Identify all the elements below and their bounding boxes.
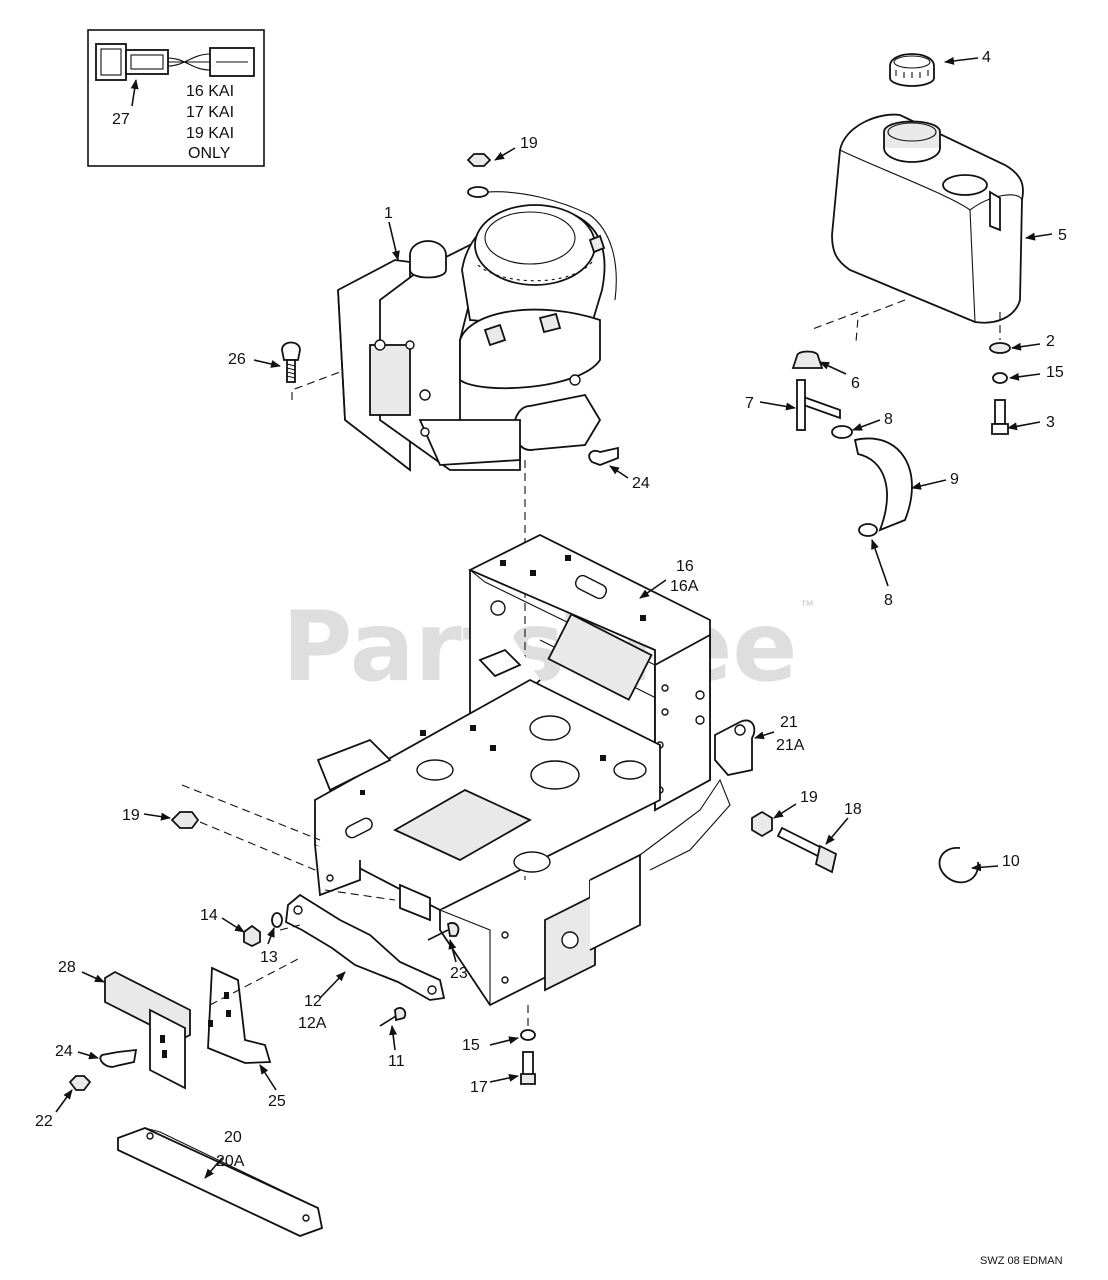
callout-nut-19-top: 19	[520, 135, 538, 152]
screw-26-shape	[281, 341, 301, 383]
fuel-tank-shape	[831, 113, 1024, 324]
bracket-21-shape	[714, 719, 756, 776]
callout-clip-24-upper: 24	[632, 475, 650, 492]
nut-19-left-shape	[170, 811, 200, 829]
bracket-12-shape	[285, 893, 446, 1001]
callout-nut-22: 22	[35, 1113, 53, 1130]
callout-27: 27	[112, 111, 130, 128]
frame-squares	[360, 555, 646, 795]
screw-11-shape	[379, 1006, 407, 1027]
callout-bolt-18: 18	[844, 801, 862, 818]
drawing-code: SWZ 08 EDMAN	[980, 1255, 1063, 1267]
fuel-cap-shape	[889, 53, 935, 87]
callout-bracket-21: 21	[780, 714, 798, 731]
lockwasher-15-right-shape	[992, 372, 1008, 384]
clamp-8-upper-shape	[831, 425, 853, 439]
washer-2-shape	[989, 342, 1011, 354]
callout-clamp-8-upper: 8	[884, 411, 893, 428]
nut-19-top-shape	[466, 153, 492, 167]
callout-bolt-3: 3	[1046, 414, 1055, 431]
bolt-3-shape	[991, 399, 1009, 435]
callout-clamp-8-lower: 8	[884, 592, 893, 609]
callout-grommet: 6	[851, 375, 860, 392]
screw-23-shape	[427, 922, 460, 941]
callout-shield-20a: 20A	[216, 1153, 245, 1170]
callout-nut-13: 13	[260, 949, 278, 966]
callout-lockwasher-15-right: 15	[1046, 364, 1064, 381]
leader-27	[130, 79, 139, 107]
callout-tee-fitting: 7	[745, 395, 754, 412]
pad-28-shape	[104, 970, 191, 1090]
callout-nut-19-left: 19	[122, 807, 140, 824]
clamp-8-lower-shape	[858, 523, 878, 537]
bolt-18-shape	[776, 826, 838, 874]
callout-fuel-cap: 4	[982, 49, 991, 66]
callout-frame-16: 16	[676, 558, 694, 575]
fuel-hose-shape	[853, 437, 913, 532]
callout-plate-25: 25	[268, 1093, 286, 1110]
callout-lockwasher-15-lower: 15	[462, 1037, 480, 1054]
clip-24-upper-shape	[588, 446, 619, 466]
callout-screw-11: 11	[388, 1053, 405, 1070]
callout-fuel-tank: 5	[1058, 227, 1067, 244]
frame-16-shape	[314, 533, 731, 1007]
callout-washer-2: 2	[1046, 333, 1055, 350]
nut-22-shape	[68, 1075, 92, 1091]
callout-bracket-21a: 21A	[776, 737, 805, 754]
callout-bolt-17: 17	[470, 1079, 488, 1096]
callout-bracket-12a: 12A	[298, 1015, 327, 1032]
lockwasher-15-lower-shape	[520, 1029, 536, 1041]
callout-clip-24-lower: 24	[55, 1043, 73, 1060]
nut-14-shape	[243, 924, 261, 948]
tee-fitting-shape	[796, 379, 841, 431]
callout-bracket-12: 12	[304, 993, 322, 1010]
inset-box: 27 16 KAI 17 KAI 19 KAI ONLY	[87, 29, 265, 167]
inset-line-2: 17 KAI	[186, 104, 234, 121]
trademark-symbol: ™	[800, 597, 814, 613]
connector-icon	[95, 43, 255, 81]
callout-fuel-hose: 9	[950, 471, 959, 488]
bolt-17-shape	[520, 1051, 536, 1085]
callout-retaining-ring: 10	[1002, 853, 1020, 870]
inset-line-1: 16 KAI	[186, 83, 234, 100]
callout-screw-26: 26	[228, 351, 246, 368]
leader-lines	[55, 56, 1053, 1179]
callout-engine: 1	[384, 205, 393, 222]
plate-25-shape	[207, 966, 272, 1064]
inset-line-4: ONLY	[188, 145, 231, 162]
callout-nut-14: 14	[200, 907, 218, 924]
callout-shield-20: 20	[224, 1129, 242, 1146]
inset-line-3: 19 KAI	[186, 125, 234, 142]
retaining-ring-shape	[938, 847, 979, 884]
nut-19-right-shape	[751, 810, 773, 838]
engine-part	[337, 153, 617, 472]
clip-24-lower-shape	[99, 1048, 138, 1068]
shield-20-shape	[117, 1127, 324, 1237]
callout-frame-16a: 16A	[670, 578, 699, 595]
callout-pad-28: 28	[58, 959, 76, 976]
callout-nut-19-right: 19	[800, 789, 818, 806]
grommet-6-shape	[791, 350, 824, 369]
nut-13-shape	[271, 912, 283, 928]
callout-screw-23: 23	[450, 965, 468, 982]
